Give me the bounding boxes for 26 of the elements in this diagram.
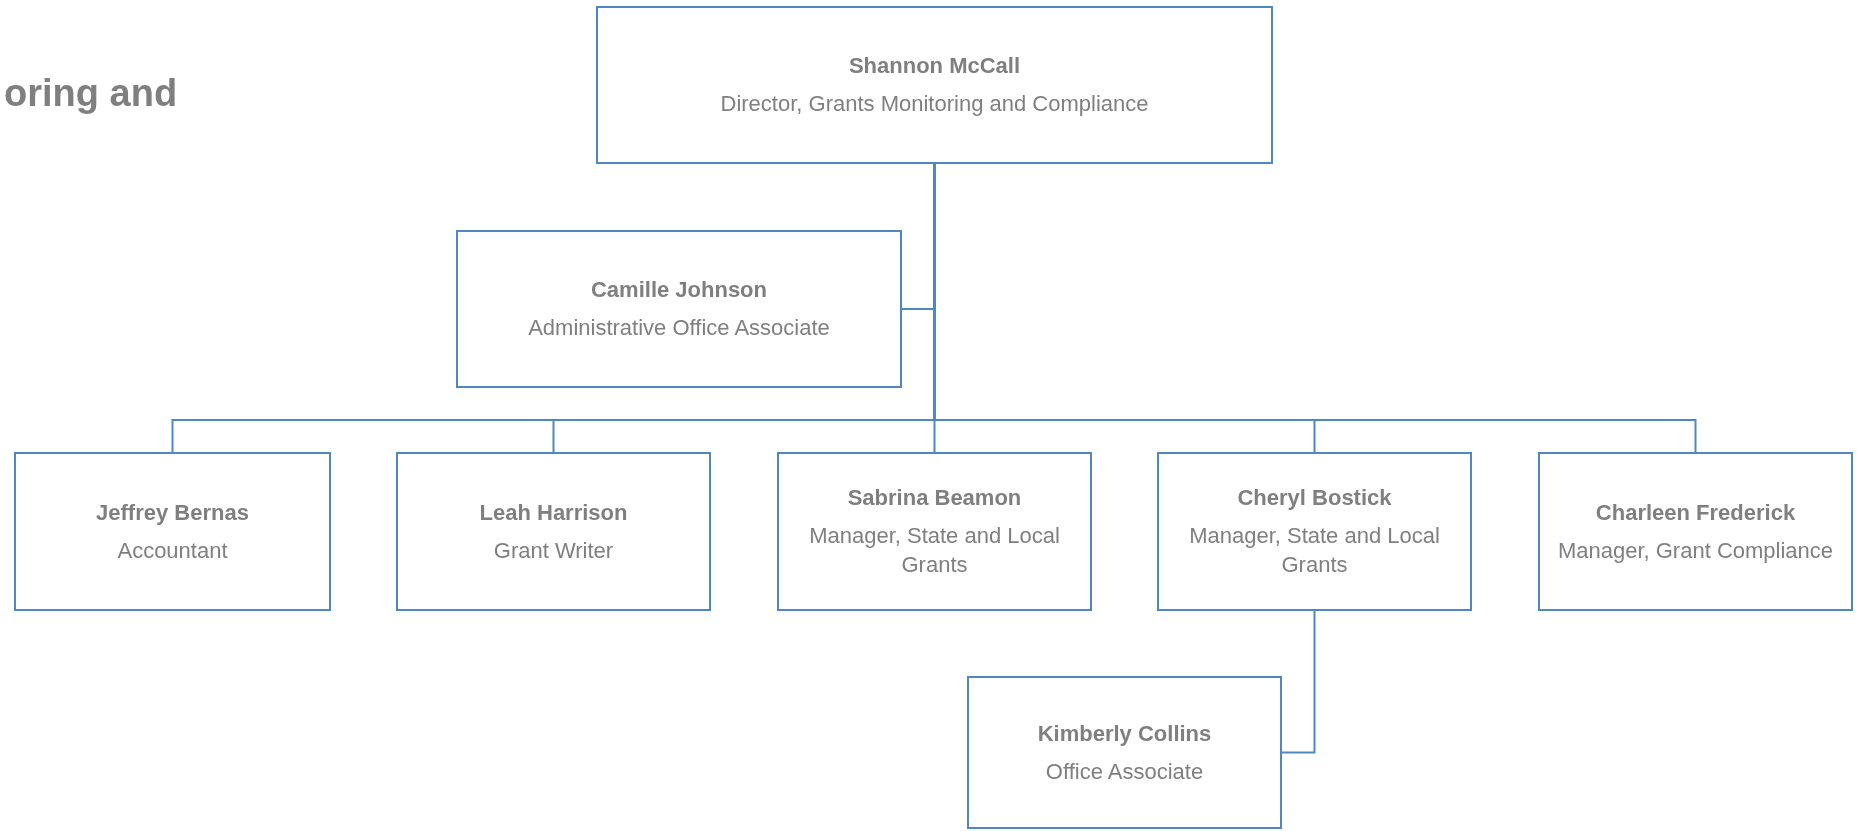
person-box <box>1538 452 1853 611</box>
job-title: Office Associate <box>1045 757 1204 786</box>
job-title: Manager, State and Local Grants <box>1188 521 1441 580</box>
job-title: Accountant <box>117 536 228 565</box>
person-box <box>456 230 902 388</box>
person-name: Sabrina Beamon <box>847 483 1022 512</box>
connector-line <box>1281 610 1316 754</box>
person-name: Cheryl Bostick <box>1237 483 1392 512</box>
heading-fragment: oring and <box>4 72 178 115</box>
person-name: Kimberly Collins <box>1037 719 1212 748</box>
job-title: Manager, State and Local Grants <box>808 521 1061 580</box>
person-box <box>14 452 331 611</box>
person-box <box>396 452 711 611</box>
person-name: Shannon McCall <box>848 52 1021 81</box>
person-box <box>967 676 1282 829</box>
person-box <box>596 6 1273 164</box>
job-title: Grant Writer <box>493 536 614 565</box>
person-box <box>777 452 1092 611</box>
job-title: Director, Grants Monitoring and Compliance <box>720 90 1149 118</box>
person-box <box>1157 452 1472 611</box>
person-name: Charleen Frederick <box>1595 498 1796 527</box>
job-title: Manager, Grant Compliance <box>1557 536 1834 565</box>
person-name: Camille Johnson <box>590 276 767 305</box>
person-name: Jeffrey Bernas <box>96 498 249 527</box>
job-title: Administrative Office Associate <box>528 314 830 342</box>
person-name: Leah Harrison <box>479 498 628 527</box>
